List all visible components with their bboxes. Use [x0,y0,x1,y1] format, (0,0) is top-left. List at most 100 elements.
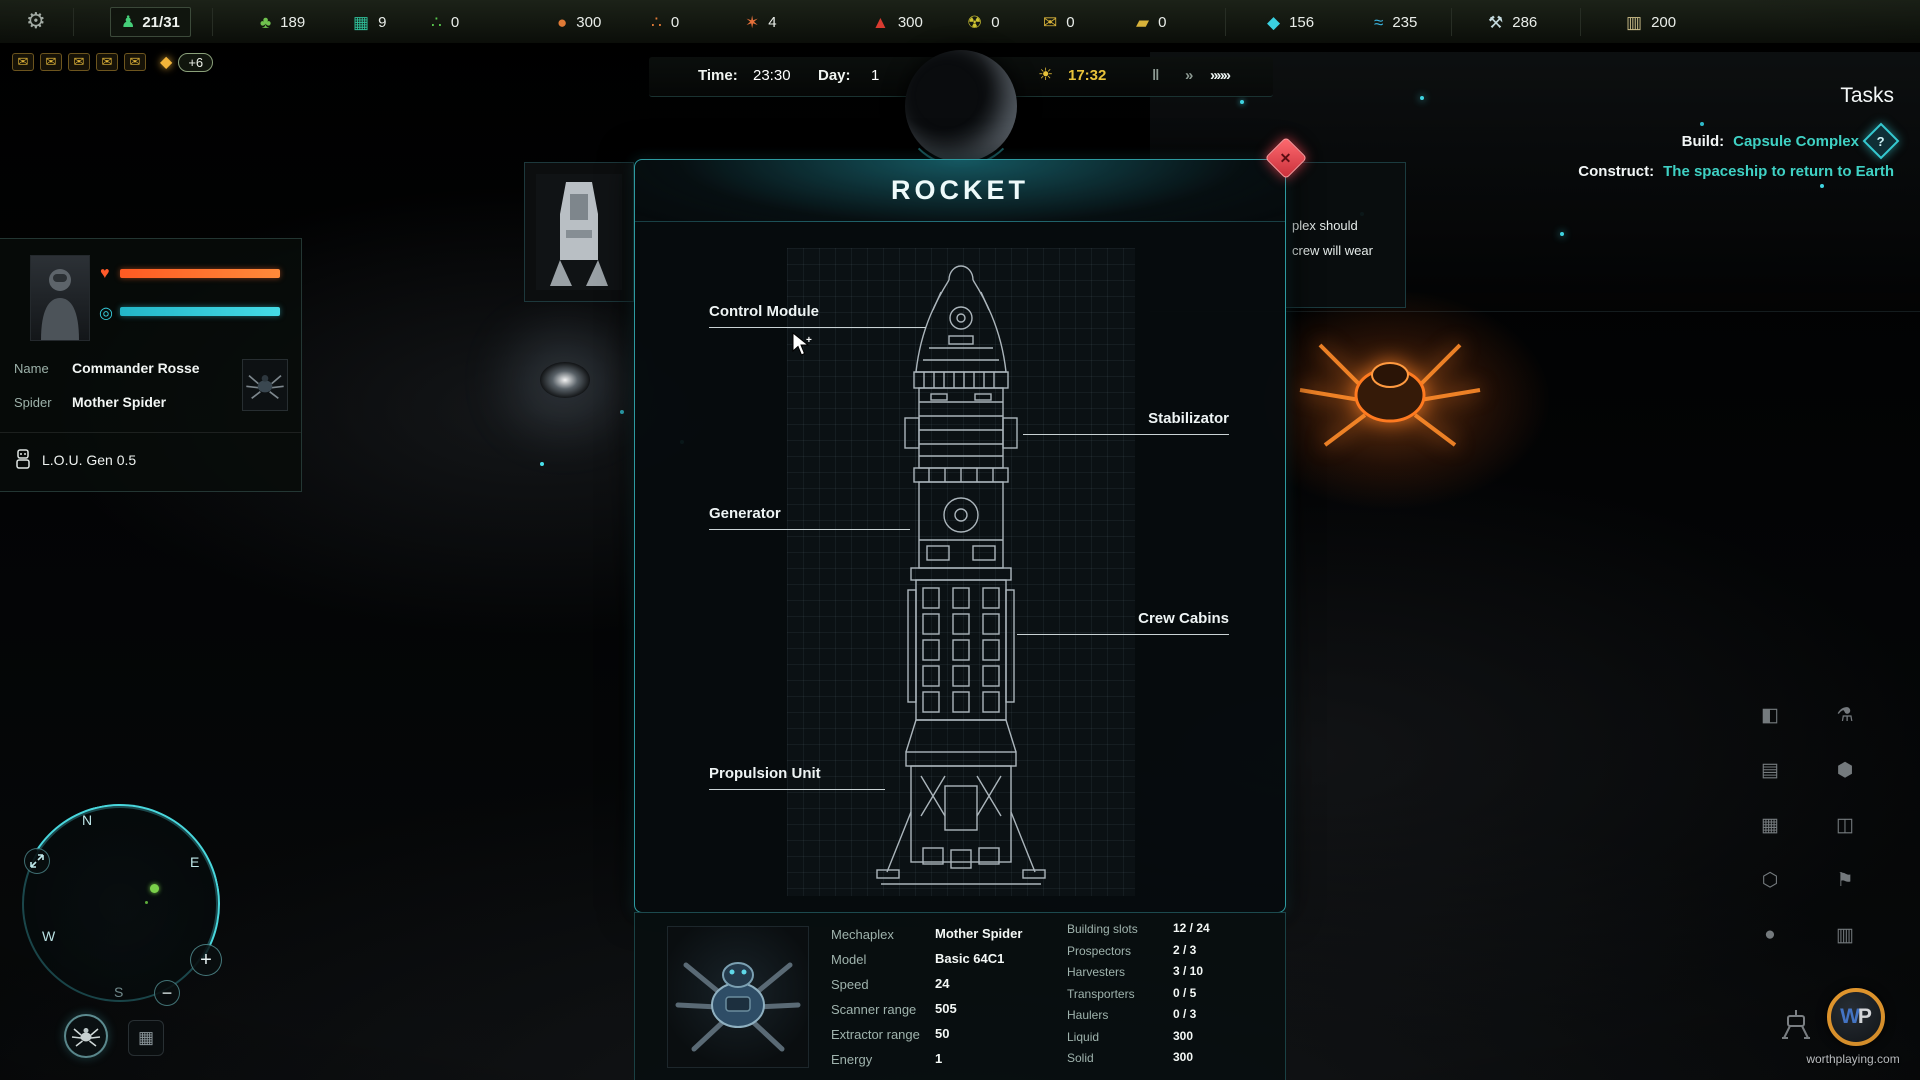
label-generator[interactable]: Generator [709,505,910,530]
task-construct-row[interactable]: Construct: The spaceship to return to Ea… [1578,156,1894,186]
flask-icon[interactable]: ⚗ [1836,704,1854,726]
minimap-zoom-out-button[interactable]: − [154,980,180,1006]
slot-label: Solid [1067,1051,1094,1065]
resource-orange-cells: ∴ 0 [651,0,679,44]
minimap-zoom-in-button[interactable]: + [190,944,222,976]
slot-value: 12 / 24 [1173,921,1210,935]
mail-icon[interactable]: ✉ [124,53,146,71]
settings-gear-icon[interactable]: ⚙ [26,8,46,33]
fast-forward-button[interactable]: » [1185,67,1194,84]
separator [1580,8,1581,36]
lou-robot-icon [14,449,32,471]
health-icon: ♥ [100,265,110,282]
flag-icon[interactable]: ⚑ [1836,869,1854,891]
commander-portrait[interactable] [30,255,90,341]
resource-plants: ♣ 189 [260,0,305,44]
spider-thumbnail[interactable] [242,359,288,411]
resource-value: 0 [1066,13,1075,31]
sunset-time: 17:32 [1068,67,1107,84]
tutorial-line: crew will wear [1292,243,1373,258]
mail-icon[interactable]: ✉ [68,53,90,71]
tutorial-thumbnail [524,162,634,302]
pause-button[interactable]: ‖ [1152,67,1160,84]
mother-spider-image [667,926,809,1068]
list-icon[interactable]: ▥ [1836,924,1854,946]
modules-icon[interactable]: ▦ [1761,814,1779,836]
rocket-dialog-titlebar: ROCKET [635,160,1285,222]
hexagon-icon[interactable]: ⬢ [1836,759,1854,781]
select-spider-button[interactable] [64,1014,108,1058]
sunset-icon: ☀ [1038,65,1054,84]
orange-cells-icon: ∴ [651,12,662,32]
uranium-icon: ☢ [967,12,983,32]
label-crew-cabins[interactable]: Crew Cabins [1017,610,1229,635]
more-notifications-badge[interactable]: +6 [178,52,214,72]
tools-icon: ⚒ [1488,12,1504,32]
equipped-item-label: L.O.U. Gen 0.5 [42,452,137,468]
mail-icon[interactable]: ✉ [40,53,62,71]
plants-icon: ♣ [260,12,272,32]
minimap[interactable]: N E W S + − [1,785,239,1023]
resource-value: 0 [670,13,680,31]
gem-notification-icon[interactable]: ◆ [160,54,173,71]
resource-value: 189 [280,13,306,31]
mail-icon[interactable]: ✉ [96,53,118,71]
label-stabilizator[interactable]: Stabilizator [1023,410,1229,435]
population-icon: ♟ [121,14,136,31]
resource-creatures: ✶ 4 [745,0,777,44]
population-counter[interactable]: ♟ 21/31 [110,7,191,37]
label-control-module[interactable]: Control Module [709,303,926,328]
rover-spotlight [540,362,590,398]
stat-value: Basic 64C1 [935,951,1005,966]
resource-value: 286 [1512,13,1538,31]
chart-icon[interactable]: ◧ [1761,704,1779,726]
minimap-expand-button[interactable] [24,848,50,874]
slot-row: Liquid 300 [1067,1027,1277,1049]
slot-value: 300 [1173,1028,1194,1043]
rocket-dialog: ROCKET ✕ [634,136,1308,913]
minimap-east: E [190,854,200,870]
construct-label: Construct: [1578,162,1655,180]
crystal-icon: ◆ [1267,12,1281,32]
separator [1225,8,1226,36]
slot-label: Liquid [1067,1029,1100,1044]
divider [0,432,301,433]
fastest-forward-button[interactable]: »»» [1210,67,1231,84]
mail-icon[interactable]: ✉ [12,53,34,71]
time-value: 23:30 [753,67,791,84]
circle-icon[interactable]: ● [1764,924,1776,945]
minimap-west: W [42,928,56,944]
factory-icon[interactable]: ▤ [1761,759,1779,781]
label-propulsion-unit[interactable]: Propulsion Unit [709,765,885,790]
cube-icon[interactable]: ⬡ [1761,869,1779,891]
separator [1451,8,1452,36]
tutorial-line: plex should [1292,218,1358,233]
build-task-icon[interactable]: ? [1862,122,1900,160]
mouse-cursor-icon: + [791,331,815,363]
tutorial-text-fragment: plex should crew will wear [1286,162,1406,308]
package-icon[interactable]: ◫ [1836,814,1854,836]
slot-value: 300 [1173,1050,1194,1064]
slot-label: Haulers [1067,1008,1109,1022]
health-bar [120,269,280,278]
minimap-south: S [114,984,124,1000]
resource-crystal: ◆ 156 [1267,0,1314,44]
stat-label: Energy [831,1052,873,1067]
separator [212,8,213,36]
population-value: 21/31 [142,13,180,31]
equipped-item-row[interactable]: L.O.U. Gen 0.5 [14,449,136,471]
resource-value: 4 [768,13,777,31]
build-menu-button[interactable]: ▦ [128,1020,164,1056]
gold-bars-icon: ▰ [1136,12,1150,32]
resource-blocks: ▦ 9 [353,0,386,44]
slot-value: 0 / 5 [1173,985,1197,1000]
task-build-row[interactable]: Build: Capsule Complex ? [1578,122,1900,160]
build-value: Capsule Complex [1733,132,1859,150]
